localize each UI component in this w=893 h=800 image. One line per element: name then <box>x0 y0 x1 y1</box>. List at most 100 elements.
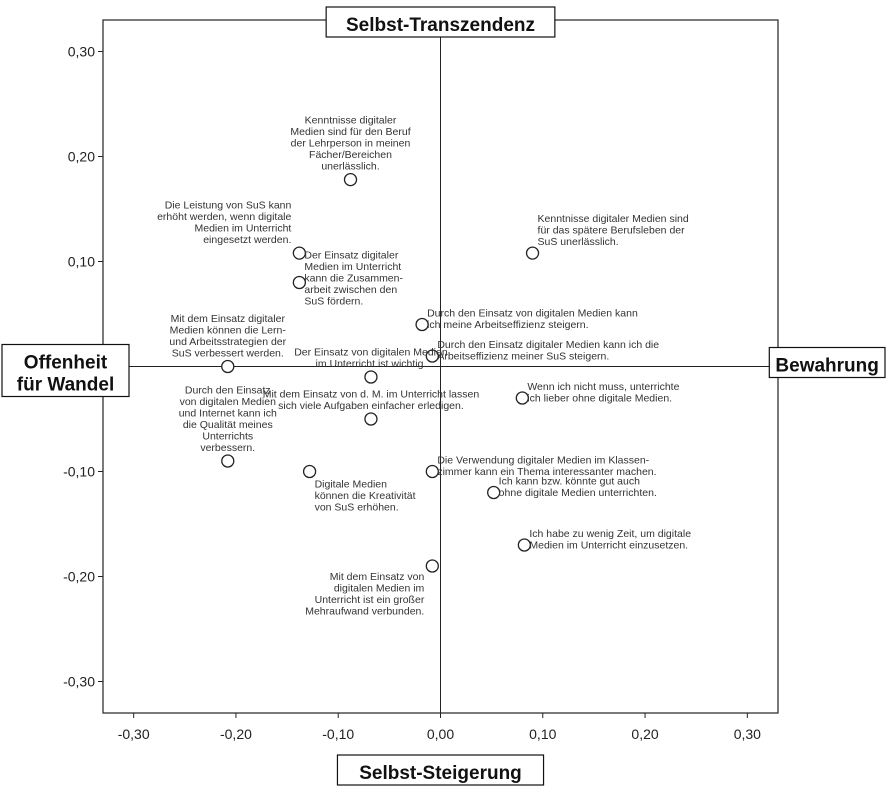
point-label-line: ich meine Arbeitseffizienz steigern. <box>427 319 588 331</box>
point-label-line: Medien im Unterricht <box>194 223 291 235</box>
x-tick-label: 0,10 <box>529 726 556 742</box>
point-label-line: Der Einsatz von digitalen Medien <box>294 347 448 359</box>
point-label-line: Kenntnisse digitaler <box>305 115 397 127</box>
data-point <box>515 391 529 405</box>
point-label-line: SuS unerlässlich. <box>538 236 619 248</box>
right-axis-label-text: Bewahrung <box>775 356 878 377</box>
x-tick-label: -0,10 <box>322 726 354 742</box>
data-point <box>415 317 429 332</box>
left-axis-label-text: Offenheit <box>24 353 108 374</box>
bottom-axis-label: Selbst-Steigerung <box>336 754 545 786</box>
point-label-line: Die Verwendung digitaler Medien im Klass… <box>437 455 649 467</box>
left-axis-label-text: für Wandel <box>17 375 114 396</box>
data-point <box>364 370 378 384</box>
point-label-line: ich lieber ohne digitale Medien. <box>527 393 672 405</box>
axes: -0,30-0,20-0,100,100,200,30-0,30-0,20-0,… <box>63 20 778 742</box>
point-label-line: Fächer/Bereichen <box>309 149 392 161</box>
y-tick-label: -0,20 <box>63 569 95 585</box>
data-point <box>517 538 532 552</box>
data-point <box>425 559 439 573</box>
point-label-line: Medien können die Lern- <box>170 325 287 337</box>
point-label-line: sich viele Aufgaben einfacher erledigen. <box>278 400 464 412</box>
x-tick-label: 0,20 <box>631 726 658 742</box>
point-label-line: Mehraufwand verbunden. <box>305 606 424 618</box>
point-label-line: Der Einsatz digitaler <box>304 250 398 262</box>
point-label-line: Medien im Unterricht einzusetzen. <box>529 540 688 552</box>
x-tick-label: -0,30 <box>118 726 150 742</box>
point-label-line: im Unterricht ist wichtig. <box>316 358 427 370</box>
point-label-line: von digitalen Medien <box>180 396 276 408</box>
data-point <box>425 349 439 363</box>
y-tick-label: 0,30 <box>68 44 95 60</box>
point-label-line: digitalen Medien im <box>334 583 425 595</box>
data-point <box>292 275 307 290</box>
top-axis-label: Selbst-Transzendenz <box>325 6 556 38</box>
point-label-line: die Qualität meines <box>183 419 273 431</box>
point-label-line: ohne digitale Medien unterrichten. <box>499 487 657 499</box>
point-label-line: von SuS erhöhen. <box>315 502 399 514</box>
point-label-line: Durch den Einsatz <box>185 385 271 397</box>
data-point <box>487 485 501 500</box>
x-tick-label: 0,30 <box>734 726 761 742</box>
point-label-line: Medien sind für den Beruf <box>290 126 410 138</box>
data-point <box>221 454 235 468</box>
data-point <box>221 359 235 374</box>
point-label-line: SuS fördern. <box>304 296 363 308</box>
point-label-line: erhöht werden, wenn digitale <box>157 211 291 223</box>
point-label-line: eingesetzt werden. <box>203 234 291 246</box>
point-label-line: Durch den Einsatz von digitalen Medien k… <box>427 308 638 320</box>
data-point <box>292 246 307 260</box>
point-label: Durch den Einsatz digitaler Medien kann … <box>437 339 659 363</box>
top-axis-label-box <box>325 6 556 38</box>
data-point <box>525 246 540 260</box>
point-label-line: Ich habe zu wenig Zeit, um digitale <box>529 528 691 540</box>
point-label-line: können die Kreativität <box>315 490 416 502</box>
point-label-line: Ich kann bzw. könnte gut auch <box>499 476 640 488</box>
point-label-line: Durch den Einsatz digitaler Medien kann … <box>437 339 659 351</box>
point-label-line: Die Leistung von SuS kann <box>165 200 292 212</box>
point-label-line: Mit dem Einsatz von d. M. im Unterricht … <box>263 389 480 401</box>
point-label-line: Medien im Unterricht <box>304 261 401 273</box>
y-tick-label: -0,10 <box>63 464 95 480</box>
data-points <box>221 172 540 573</box>
point-label-line: zimmer kann ein Thema interessanter mach… <box>437 466 656 478</box>
point-label-line: der Lehrperson in meinen <box>291 138 411 150</box>
point-label-line: Unterricht ist ein großer <box>315 594 425 606</box>
point-label-line: unerlässlich. <box>321 161 379 173</box>
data-point <box>302 464 317 479</box>
point-label-line: SuS verbessert werden. <box>172 348 284 360</box>
point-label-line: arbeit zwischen den <box>304 284 397 296</box>
point-label: Durch den Einsatz von digitalen Medien k… <box>427 308 638 332</box>
point-label-line: kann die Zusammen- <box>304 273 403 285</box>
y-tick-label: 0,10 <box>68 254 95 270</box>
left-axis-label-box <box>1 343 130 398</box>
point-label-line: und Arbeitsstrategien der <box>169 336 286 348</box>
bottom-axis-label-text: Selbst-Steigerung <box>359 763 522 784</box>
data-point <box>425 464 439 479</box>
point-label-line: Mit dem Einsatz digitaler <box>171 313 286 325</box>
y-tick-label: 0,20 <box>68 149 95 165</box>
x-tick-label: -0,20 <box>220 726 252 742</box>
data-point <box>364 412 378 426</box>
point-label: Die Verwendung digitaler Medien im Klass… <box>437 455 656 479</box>
point-label-line: Arbeitseffizienz meiner SuS steigern. <box>437 351 609 363</box>
right-axis-label-box <box>768 346 886 379</box>
data-point <box>343 172 358 187</box>
point-label-line: Mit dem Einsatz von <box>330 571 425 583</box>
point-label-line: Kenntnisse digitaler Medien sind <box>538 213 689 225</box>
point-label-line: Unterrichts <box>202 431 253 443</box>
